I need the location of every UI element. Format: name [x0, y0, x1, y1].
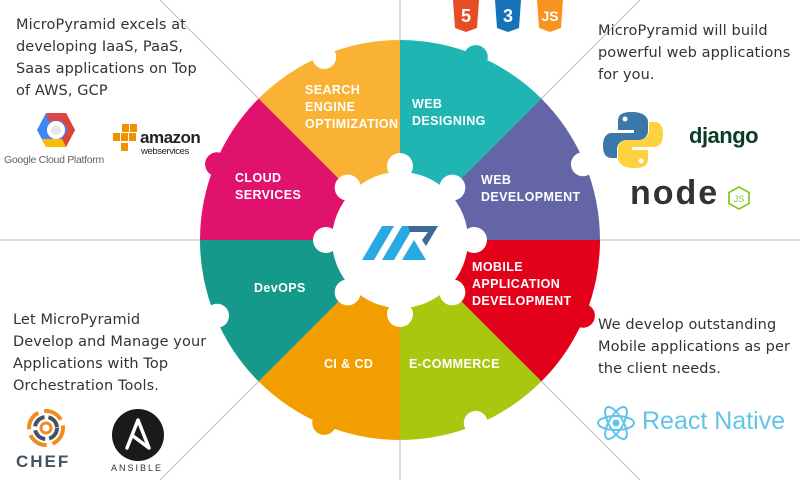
description-mobile: We develop outstanding Mobile applicatio… — [598, 317, 791, 377]
segment-knob-ecommerce — [463, 410, 488, 435]
gear-tooth — [461, 227, 487, 253]
aws-cubes-icon — [113, 124, 137, 151]
gear-tooth — [439, 174, 466, 201]
react-native-logo-text: React Native — [642, 407, 786, 435]
segment-label-mobile: MOBILE APPLICATION DEVELOPMENT — [472, 260, 572, 308]
chef-logo-text: CHEF — [16, 452, 71, 471]
description-devops: Let MicroPyramid Develop and Manage your… — [13, 312, 207, 394]
description-web: MicroPyramid will build powerful web app… — [598, 23, 791, 83]
segment-label-cloud: CLOUD SERVICES — [235, 171, 302, 202]
svg-text:3: 3 — [503, 6, 513, 26]
segment-label-seo: SEARCH ENGINE OPTIMIZATION — [305, 83, 399, 131]
ansible-logo-text: ANSIBLE — [111, 463, 164, 473]
segment-label-web-development: WEB DEVELOPMENT — [481, 173, 581, 204]
html5-icon: 5 — [453, 0, 479, 32]
chef-icon — [27, 409, 65, 447]
micropyramid-logo — [362, 226, 438, 260]
logo-stripe-2 — [382, 226, 414, 260]
logo-stripe-1 — [362, 226, 394, 260]
gear-tooth — [387, 301, 413, 327]
segment-label-cicd: CI & CD — [324, 357, 374, 371]
svg-text:JS: JS — [541, 8, 558, 24]
react-native-logo: React Native — [596, 403, 796, 443]
segment-label-web-designing: WEB DESIGNING — [412, 97, 486, 128]
gear-tooth — [313, 227, 339, 253]
gear-tooth — [334, 174, 361, 201]
gear-tooth — [439, 279, 466, 306]
segment-knob-web-designing — [463, 45, 488, 70]
svg-text:5: 5 — [461, 6, 471, 26]
gcp-logo-text: Google Cloud Platform — [4, 154, 104, 166]
gear-tooth — [387, 153, 413, 179]
chef-logo: CHEF — [16, 408, 78, 472]
gcp-hexagon-icon — [37, 113, 75, 147]
css3-icon: 3 — [495, 0, 521, 32]
segment-knob-seo — [312, 45, 337, 70]
aws-logo-subtext: webservices — [141, 146, 189, 157]
javascript-icon: JS — [537, 0, 563, 32]
python-icon — [603, 112, 663, 168]
segment-label-ecommerce: E-COMMERCE — [409, 357, 500, 371]
django-logo: django — [689, 123, 759, 148]
description-cloud: MicroPyramid excels at developing IaaS, … — [16, 17, 197, 99]
segment-knob-devops — [205, 303, 230, 328]
aws-logo-text: amazon — [140, 128, 201, 147]
segment-knob-cloud — [205, 152, 230, 177]
react-atom-icon — [597, 406, 635, 440]
web-tech-badges: 5 3 JS — [452, 0, 564, 34]
aws-logo: amazon webservices — [112, 124, 207, 160]
nodejs-logo-text: node — [630, 174, 720, 212]
nodejs-hexagon-icon: JS — [728, 186, 750, 210]
segment-knob-web-development — [570, 152, 595, 177]
segment-knob-mobile — [570, 303, 595, 328]
logo-triangle — [402, 240, 426, 260]
svg-text:JS: JS — [734, 194, 745, 204]
segment-knob-cicd — [312, 410, 337, 435]
nodejs-logo: node JS — [630, 174, 760, 214]
ansible-logo: ANSIBLE — [108, 408, 170, 474]
gear-tooth — [334, 279, 361, 306]
logo-arrow — [408, 226, 438, 246]
segment-label-devops: DevOPS — [254, 281, 306, 295]
ansible-icon — [112, 409, 164, 461]
gcp-logo: Google Cloud Platform — [4, 110, 110, 170]
